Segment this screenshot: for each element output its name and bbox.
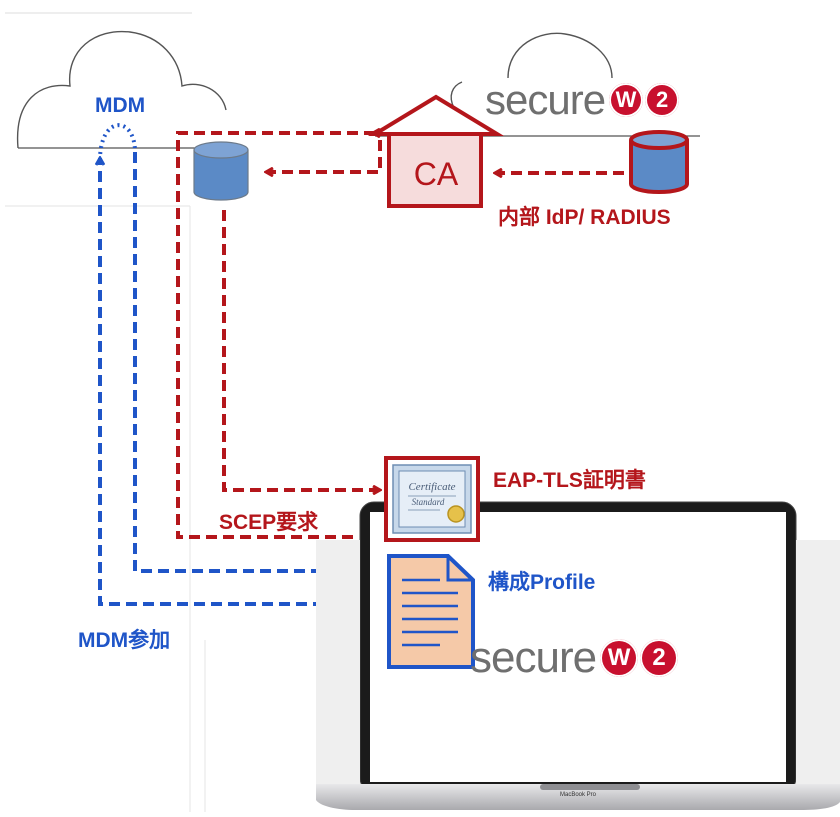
laptop-shadow [316,540,360,784]
mdm-enroll-arrow [100,160,358,604]
securew2-logo-word: secure [485,76,606,123]
mdm-database-icon [193,141,249,201]
mdm-dotted-loop [98,123,137,161]
securew2-logo-w-badge: W [609,83,644,117]
laptop-securew2-logo: secure W 2 [470,633,679,683]
ca-to-database-arrow [268,140,382,172]
certificate-icon [384,456,480,542]
internal-idp-label: 内部 IdP/ RADIUS [498,206,671,229]
laptop-logo-w-badge: W [600,639,639,677]
certificate-title: Certificate [408,481,455,493]
mdm-cloud-icon [16,30,227,149]
mdm-enroll-label: MDM参加 [78,629,171,652]
scep-request-label: SCEP要求 [219,511,319,534]
securew2-cloud-icon [507,32,613,79]
laptop-logo-word: secure [470,633,597,682]
eap-tls-issue-arrow [222,210,378,490]
config-profile-icon [387,554,475,669]
securew2-logo: secure W 2 [485,76,680,124]
certificate-subtitle: Standard [412,497,445,507]
laptop-shadow [796,540,840,784]
ca-house-roof-icon [367,94,505,136]
config-profile-label: 構成Profile [488,571,596,594]
laptop-brand-label: MacBook Pro [560,792,597,798]
ca-label: CA [414,156,459,192]
mdm-label: MDM [95,94,146,117]
securew2-cloud-icon [450,81,463,109]
ca-house-icon [387,132,483,208]
laptop-logo-2-badge: 2 [640,639,679,677]
eap-tls-cert-label: EAP-TLS証明書 [493,469,646,492]
idp-database-icon [629,130,689,194]
securew2-logo-2-badge: 2 [645,83,680,117]
